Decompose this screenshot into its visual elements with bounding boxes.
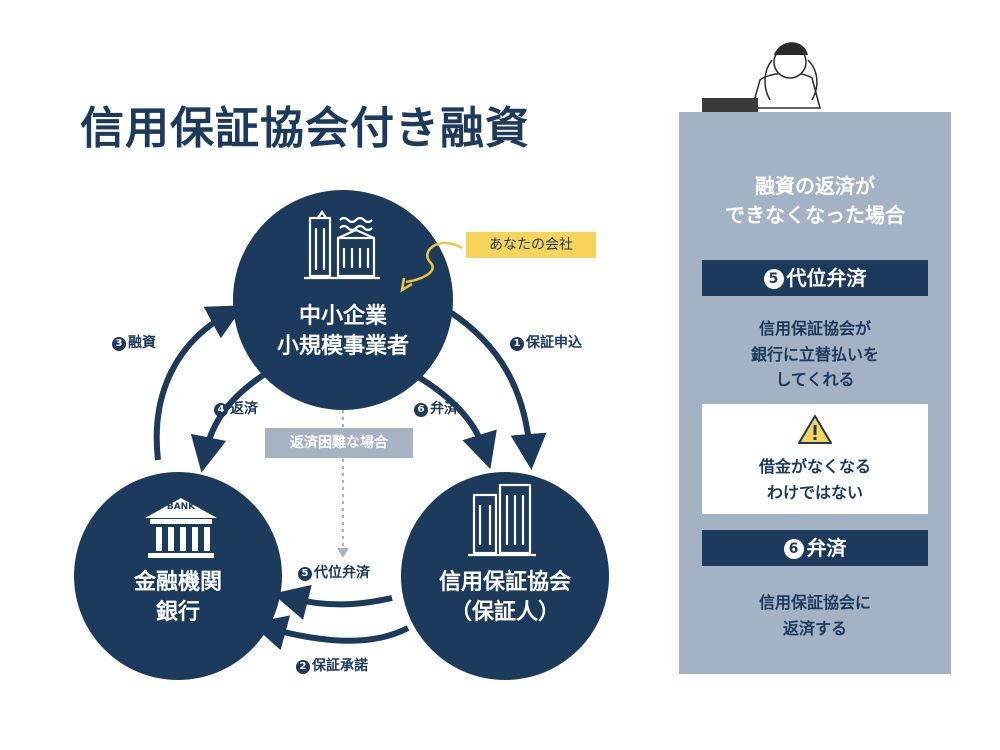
- company-label: 中小企業 小規模事業者: [243, 302, 443, 361]
- info-panel: [679, 112, 951, 674]
- company-label-line1: 中小企業: [298, 304, 387, 329]
- flow-repay-number: 4: [214, 403, 228, 417]
- step6-text-line2: 返済する: [782, 618, 847, 638]
- panel-heading-line2: できなくなった場合: [725, 203, 905, 227]
- difficult-repayment-label: 返済困難な場合: [265, 428, 413, 458]
- pointer-arrow: [405, 241, 463, 284]
- office-building-icon: [468, 483, 536, 557]
- step6-text-line1: 信用保証協会に: [758, 593, 871, 612]
- step6-label: 弁済: [806, 536, 847, 560]
- bank-label-line2: 銀行: [155, 599, 200, 625]
- factory-icon: [304, 210, 380, 280]
- step5-label: 代位弁済: [786, 266, 867, 290]
- flow-subrogation-number: 5: [298, 567, 312, 581]
- page-title: 信用保証協会付き融資: [80, 103, 530, 154]
- step5-text-line1: 信用保証協会が: [758, 319, 871, 338]
- panel-heading-line1: 融資の返済が: [755, 174, 875, 198]
- arrow-subrogation: [272, 584, 393, 620]
- flow-apply-number: 1: [510, 337, 524, 351]
- arrow-repay-guarantor: [408, 369, 497, 470]
- guarantor-circle: [401, 472, 609, 680]
- flow-approval-text: 保証承諾: [312, 658, 368, 674]
- bank-icon: [145, 498, 217, 558]
- flow-loan-number: 3: [112, 337, 126, 351]
- flow-subrogation-text: 代位弁済: [314, 565, 370, 581]
- flow-repay-text: 返済: [230, 401, 258, 417]
- step5-description: 信用保証協会が 銀行に立替払いを してくれる: [679, 316, 951, 393]
- flow-repay-guarantor-number: 6: [414, 403, 428, 417]
- guarantor-label-line1: 信用保証協会: [438, 570, 571, 595]
- step6-number: 6: [783, 539, 804, 559]
- bank-circle: [74, 472, 282, 680]
- warning-text: 借金がなくなる わけではない: [702, 454, 928, 505]
- company-label-line2: 小規模事業者: [276, 333, 409, 359]
- company-circle: [233, 190, 453, 410]
- guarantor-label-line2: （保証人）: [449, 599, 560, 625]
- bank-label-line1: 金融機関: [133, 570, 222, 595]
- arrow-approval: [250, 615, 410, 651]
- arrow-apply: [448, 309, 547, 470]
- warning-text-line1: 借金がなくなる: [758, 457, 871, 476]
- warning-text-line2: わけではない: [766, 482, 863, 502]
- step5-number: 5: [763, 269, 784, 289]
- bank-label: 金融機関 銀行: [88, 568, 268, 627]
- step5-text-line3: してくれる: [775, 370, 855, 390]
- panel-heading: 融資の返済が できなくなった場合: [679, 172, 951, 230]
- step5-text-line2: 銀行に立替払いを: [750, 344, 879, 364]
- flow-repay-guarantor-text: 弁済: [430, 401, 458, 417]
- bank-sign: BANK: [166, 502, 196, 512]
- guarantor-label: 信用保証協会 （保証人）: [402, 568, 608, 627]
- arrow-loan: [153, 305, 244, 461]
- warning-icon: [798, 415, 832, 444]
- step6-description: 信用保証協会に 返済する: [679, 590, 951, 641]
- flow-loan-text: 融資: [128, 335, 156, 351]
- flow-approval-number: 2: [296, 660, 310, 674]
- your-company-tag: あなたの会社: [466, 232, 596, 258]
- warning-box: 借金がなくなる わけではない: [702, 404, 928, 514]
- flow-apply-text: 保証申込: [526, 335, 582, 351]
